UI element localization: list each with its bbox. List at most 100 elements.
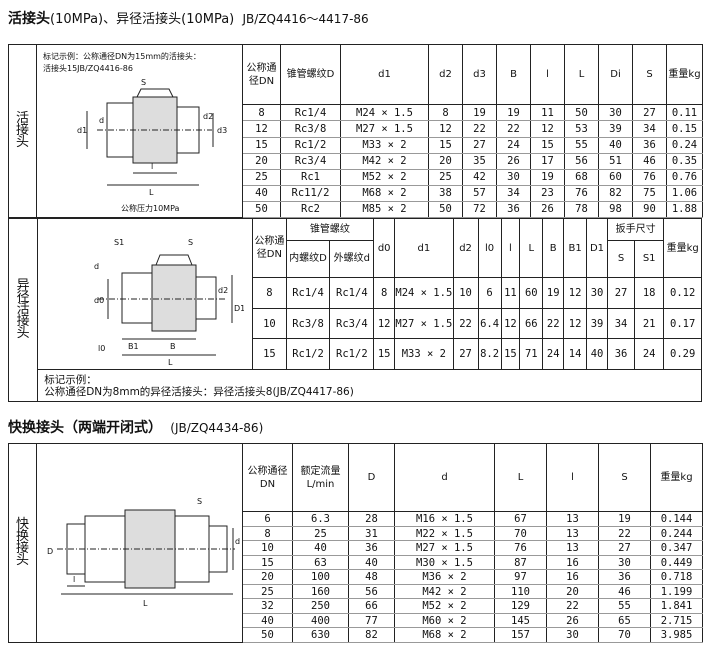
union-table-cell: M24 × 1.5 bbox=[340, 104, 429, 122]
union-table-cell: 0.76 bbox=[666, 168, 703, 186]
quick-table-cell: 48 bbox=[348, 569, 395, 585]
reducing-table-cell: M27 × 1.5 bbox=[394, 307, 454, 340]
quick-table-cell: 50 bbox=[242, 627, 293, 643]
quick-table-cell: 0.718 bbox=[650, 569, 703, 585]
reducing-table-cell: 0.29 bbox=[663, 338, 702, 370]
union-table-cell: 30 bbox=[598, 104, 633, 122]
reducing-table-cell: 22 bbox=[452, 307, 479, 340]
union-table-cell: M85 × 2 bbox=[340, 200, 429, 219]
reducing-table-cell: Rc3/8 bbox=[285, 307, 331, 340]
col-S: S bbox=[632, 43, 667, 106]
col-l0: l0 bbox=[477, 217, 502, 279]
union-table-cell: 20 bbox=[428, 152, 463, 170]
dim-l0: l0 bbox=[98, 344, 105, 353]
union-table-cell: 15 bbox=[530, 136, 565, 154]
quick-table-cell: 28 bbox=[348, 511, 395, 527]
reducing-table-cell: Rc1/2 bbox=[285, 338, 331, 370]
quick-table-cell: 1.841 bbox=[650, 598, 703, 614]
col-D-quick: D bbox=[348, 442, 395, 513]
quick-table-cell: 70 bbox=[598, 627, 651, 643]
quick-table-cell: 70 bbox=[494, 525, 547, 542]
dim-D1: D1 bbox=[234, 304, 244, 313]
col-l-quick: l bbox=[546, 442, 599, 513]
col-D1: D1 bbox=[586, 217, 608, 279]
col-d1-red: d1 bbox=[394, 217, 454, 279]
quick-table-cell: 19 bbox=[598, 511, 651, 527]
quick-table-cell: 13 bbox=[546, 540, 599, 556]
quick-table-cell: M16 × 1.5 bbox=[394, 511, 495, 527]
reducing-table-cell: 18 bbox=[634, 277, 665, 309]
col-l: l bbox=[530, 43, 565, 106]
union-table-cell: 39 bbox=[598, 120, 633, 138]
quick-table-cell: 66 bbox=[348, 598, 395, 614]
union-table-cell: 0.15 bbox=[666, 120, 703, 138]
dim-S-quick: S bbox=[197, 497, 202, 506]
col-L-red: L bbox=[519, 217, 544, 279]
union-table-cell: 0.24 bbox=[666, 136, 703, 154]
col-d-quick: d bbox=[394, 442, 495, 513]
reducing-table-cell: M33 × 2 bbox=[394, 338, 454, 370]
quick-diagram: S D d l L bbox=[36, 443, 243, 643]
union-table-cell: M27 × 1.5 bbox=[340, 120, 429, 138]
quick-table-cell: 82 bbox=[348, 627, 395, 643]
dim-l: l bbox=[151, 162, 153, 171]
quick-table-cell: 25 bbox=[292, 525, 349, 542]
quick-table-cell: 1.199 bbox=[650, 583, 703, 600]
reducing-table-cell: 36 bbox=[606, 338, 636, 370]
reducing-table-cell: 0.12 bbox=[663, 277, 702, 309]
reducing-table-cell: 15 bbox=[373, 338, 396, 370]
union-table-cell: 68 bbox=[564, 168, 599, 186]
col-d3: d3 bbox=[462, 43, 497, 106]
union-table-cell: 35 bbox=[462, 152, 497, 170]
union-example-line1: 标记示例：公称通径DN为15mm的活接头： bbox=[43, 51, 201, 61]
union-table-cell: 42 bbox=[462, 168, 497, 186]
quick-table-cell: M68 × 2 bbox=[394, 627, 495, 643]
reducing-table-cell: 27 bbox=[452, 338, 479, 370]
union-table-cell: 30 bbox=[496, 168, 531, 186]
union-example-line2: 活接头15JB/ZQ4416-86 bbox=[43, 63, 133, 73]
union-table-cell: 46 bbox=[632, 152, 667, 170]
reducing-union-table: 异径活接头 S1 S d d0 d2 D1 B1 bbox=[7, 217, 702, 402]
reducing-table-cell: 8 bbox=[252, 277, 287, 309]
quick-table-cell: 16 bbox=[546, 569, 599, 585]
union-table-cell: M33 × 2 bbox=[340, 136, 429, 154]
col-B1: B1 bbox=[563, 217, 588, 279]
quick-table-cell: 13 bbox=[546, 511, 599, 527]
reducing-side-label: 异径活接头 bbox=[7, 218, 39, 402]
col-S-quick: S bbox=[598, 442, 651, 513]
dim-B: B bbox=[170, 342, 176, 351]
dim-L-quick: L bbox=[143, 599, 148, 608]
quick-table-cell: 65 bbox=[598, 612, 651, 629]
union-table-cell: 20 bbox=[242, 152, 281, 170]
union-table-cell: M52 × 2 bbox=[340, 168, 429, 186]
col-l-red: l bbox=[500, 217, 521, 279]
union-table-cell: 38 bbox=[428, 184, 463, 202]
quick-table-cell: 145 bbox=[494, 612, 547, 629]
quick-table-cell: 31 bbox=[348, 525, 395, 542]
quick-table-cell: M27 × 1.5 bbox=[394, 540, 495, 556]
dim-d2: d2 bbox=[203, 112, 213, 121]
quick-table-cell: 3.985 bbox=[650, 627, 703, 643]
union-table-cell: 55 bbox=[564, 136, 599, 154]
reducing-table-cell: 12 bbox=[563, 307, 588, 340]
union-table-cell: 15 bbox=[242, 136, 281, 154]
reducing-table-cell: 12 bbox=[373, 307, 396, 340]
union-table-cell: 8 bbox=[242, 104, 281, 122]
quick-table-cell: 16 bbox=[546, 554, 599, 571]
reducing-note-line2: 公称通径DN为8mm的异径活接头：异径活接头8(JB/ZQ4417-86) bbox=[44, 385, 354, 398]
quick-side-label: 快换接头 bbox=[8, 443, 37, 643]
section-title-union: 活接头(10MPa)、异径活接头(10MPa) JB/ZQ4416～4417-8… bbox=[8, 11, 369, 27]
dim-L-red: L bbox=[168, 358, 173, 367]
union-table-cell: 11 bbox=[530, 104, 565, 122]
union-table-cell: Rc1/4 bbox=[280, 104, 341, 122]
quick-table-cell: 250 bbox=[292, 598, 349, 614]
union-table-cell: 23 bbox=[530, 184, 565, 202]
col-dn-quick: 公称通径DN bbox=[242, 442, 293, 513]
col-weight-red: 重量kg bbox=[663, 217, 702, 279]
reducing-table-cell: 6.4 bbox=[477, 307, 502, 340]
quick-table-cell: 0.347 bbox=[650, 540, 703, 556]
quick-table-cell: 0.449 bbox=[650, 554, 703, 571]
col-L: L bbox=[564, 43, 599, 106]
dim-L: L bbox=[149, 188, 154, 197]
